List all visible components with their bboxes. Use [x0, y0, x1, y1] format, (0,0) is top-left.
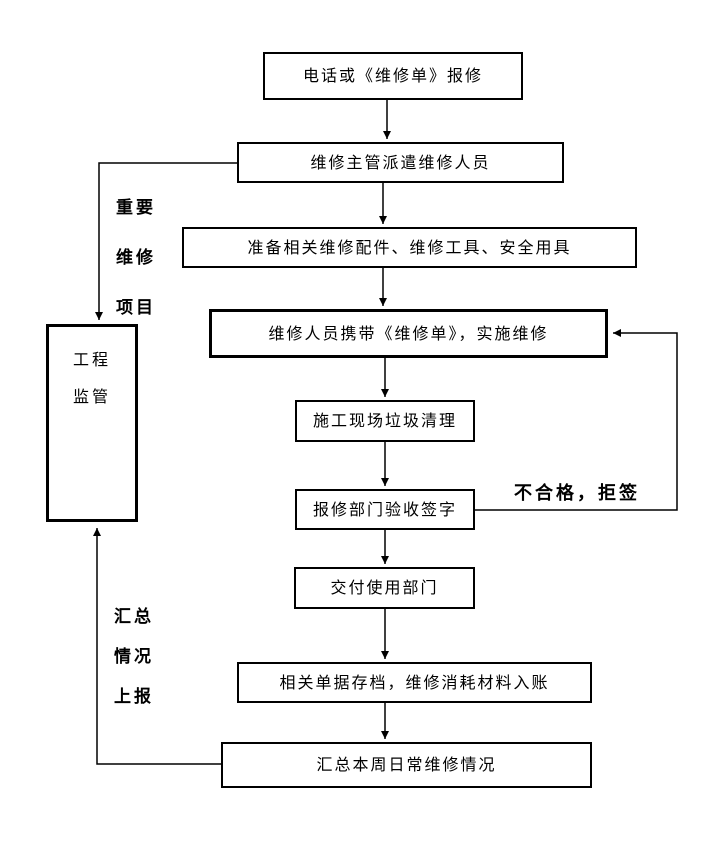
label-important-line2: 维修: [116, 248, 156, 268]
node-acceptance-label: 报修部门验收签字: [312, 499, 457, 519]
label-important-line1: 重要: [116, 198, 156, 218]
node-deliver-label: 交付使用部门: [330, 578, 439, 598]
node-supervision-line1: 工程: [72, 350, 111, 369]
node-dispatch-label: 维修主管派遣维修人员: [310, 152, 491, 172]
label-important-line3: 项目: [116, 298, 156, 318]
label-important-project: 重要 维修 项目: [116, 183, 156, 333]
node-supervision: 工程 监管: [46, 324, 138, 522]
node-cleanup: 施工现场垃圾清理: [295, 400, 475, 442]
label-report-up-line2: 情况: [114, 647, 154, 667]
node-dispatch: 维修主管派遣维修人员: [237, 142, 564, 183]
arrow-dispatch-to-supervision: [95, 162, 237, 320]
node-archive-label: 相关单据存档，维修消耗材料入账: [279, 672, 550, 692]
node-execute: 维修人员携带《维修单》，实施维修: [209, 309, 608, 358]
node-deliver: 交付使用部门: [294, 567, 475, 609]
node-acceptance: 报修部门验收签字: [295, 489, 475, 530]
node-report-label: 电话或《维修单》报修: [302, 66, 483, 86]
node-prepare: 准备相关维修配件、维修工具、安全用具: [182, 227, 637, 268]
node-cleanup-label: 施工现场垃圾清理: [312, 411, 457, 431]
node-report: 电话或《维修单》报修: [263, 52, 523, 100]
node-summary: 汇总本周日常维修情况: [221, 742, 592, 788]
label-report-up-line3: 上报: [114, 687, 154, 707]
label-report-up-line1: 汇总: [114, 607, 154, 627]
node-execute-label: 维修人员携带《维修单》，实施维修: [268, 323, 549, 343]
node-archive: 相关单据存档，维修消耗材料入账: [237, 662, 592, 703]
node-supervision-line2: 监管: [72, 387, 111, 406]
arrow-summary-to-supervision: [93, 528, 221, 765]
arrow-reject-feedback: [475, 329, 678, 511]
node-prepare-label: 准备相关维修配件、维修工具、安全用具: [247, 237, 572, 257]
label-report-up: 汇总 情况 上报: [114, 597, 154, 717]
label-reject: 不合格，拒签: [514, 483, 640, 504]
node-summary-label: 汇总本周日常维修情况: [316, 755, 497, 775]
